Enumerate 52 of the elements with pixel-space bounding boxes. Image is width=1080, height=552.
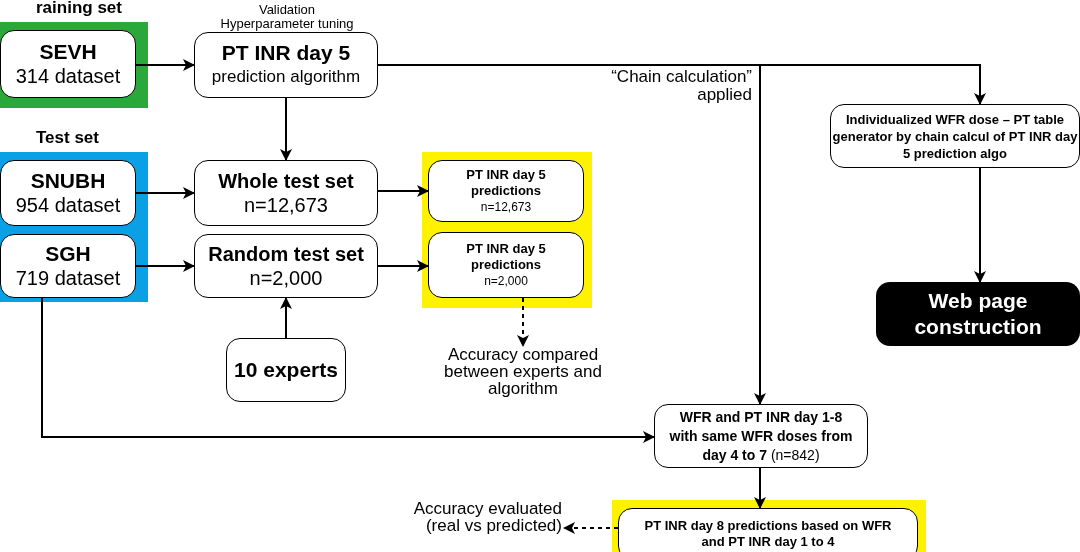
arrow bbox=[517, 297, 529, 347]
node-title: SGH bbox=[45, 242, 91, 266]
node-title: SEVH bbox=[39, 40, 97, 64]
highlight-panel bbox=[612, 500, 926, 552]
process-box bbox=[654, 404, 868, 468]
node-title: Accuracy compared between experts and algorithm bbox=[443, 346, 603, 397]
arrow bbox=[135, 187, 195, 199]
process-box bbox=[194, 234, 378, 298]
group-heading: Test set bbox=[36, 126, 99, 149]
process-box bbox=[618, 508, 918, 552]
node-subtitle: n=12,673 bbox=[244, 193, 328, 217]
node-title: Accuracy evaluated (real vs predicted) bbox=[412, 500, 562, 534]
node-subtitle: 954 dataset bbox=[15, 193, 121, 217]
node-subtitle: 719 dataset bbox=[15, 266, 121, 290]
node-title: PT INR day 5 predictions bbox=[465, 167, 547, 199]
arrow bbox=[563, 522, 619, 534]
node-title: Individualized WFR dose – PT table generator by chain calcul of PT INR day 5 prediction algo bbox=[831, 110, 1079, 162]
process-box bbox=[876, 282, 1080, 346]
arrow bbox=[377, 260, 429, 272]
node-title: Web page construction bbox=[913, 288, 1043, 340]
arrow bbox=[41, 297, 655, 443]
node-title: 10 experts bbox=[234, 357, 338, 384]
group-heading: raining set bbox=[36, 0, 122, 19]
process-box bbox=[0, 30, 136, 98]
node-subtitle: n=2,000 bbox=[249, 266, 323, 290]
arrow bbox=[280, 97, 292, 161]
process-box bbox=[0, 160, 136, 226]
process-box bbox=[194, 160, 378, 226]
node-title: SNUBH bbox=[30, 169, 106, 193]
step-note: Validation Hyperparameter tuning bbox=[219, 3, 355, 31]
node-title: PT INR day 5 predictions bbox=[465, 241, 547, 273]
arrow bbox=[377, 185, 429, 197]
arrow bbox=[135, 59, 195, 71]
node-title: Whole test set bbox=[218, 169, 354, 193]
highlight-panel bbox=[422, 152, 592, 308]
process-box bbox=[830, 104, 1080, 168]
node-title: PT INR day 8 predictions based on WFR and PT INR day 1 to 4 bbox=[643, 518, 893, 550]
arrow bbox=[280, 297, 292, 339]
node-subtitle: 314 dataset bbox=[15, 64, 121, 88]
process-box bbox=[0, 234, 136, 298]
process-box bbox=[226, 338, 346, 402]
node-subtitle: n=12,673 bbox=[480, 199, 532, 215]
process-box bbox=[428, 160, 584, 222]
node-subtitle: prediction algorithm bbox=[211, 66, 361, 88]
process-box bbox=[428, 232, 584, 298]
arrow bbox=[974, 167, 986, 283]
arrow bbox=[135, 260, 195, 272]
node-subtitle: n=2,000 bbox=[484, 273, 528, 289]
node-title: Random test set bbox=[208, 242, 364, 266]
node-title: PT INR day 5 bbox=[221, 41, 351, 65]
node-title: WFR and PT INR day 1-8 with same WFR doses from day 4 to 7 (n=842) bbox=[669, 407, 853, 465]
arrow bbox=[754, 467, 766, 509]
